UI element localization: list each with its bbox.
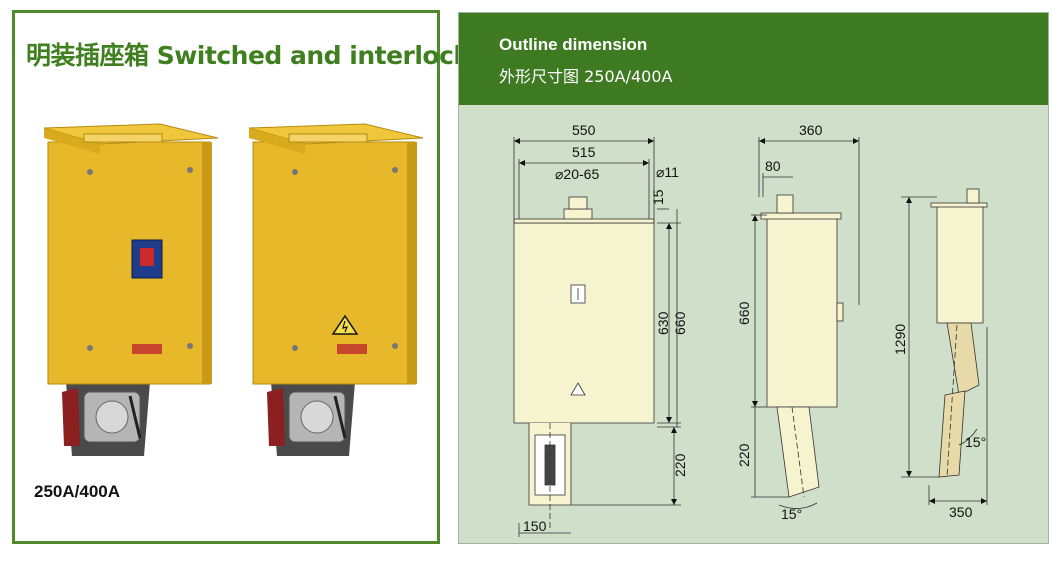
dim-220-front: 220 <box>672 453 688 477</box>
dimension-title: Outline dimension <box>499 35 648 54</box>
dim-550: 550 <box>572 122 596 138</box>
dim-630: 630 <box>655 311 671 335</box>
dim-phi-20-65: ⌀20-65 <box>555 166 599 182</box>
rating-caption: 250A/400A <box>34 482 121 501</box>
dim-660-front: 660 <box>672 311 688 335</box>
dimension-subtitle: 外形尺寸图 250A/400A <box>499 67 673 86</box>
dim-15: 15 <box>650 189 666 205</box>
side-box-outline <box>766 214 838 408</box>
outline-dimension-panel: Outline dimension 外形尺寸图 250A/400A <box>458 12 1049 544</box>
dimension-drawing: 550 515 ⌀11 ⌀20-65 15 630 660 220 150 36… <box>513 122 988 537</box>
dimension-header: Outline dimension 外形尺寸图 250A/400A <box>459 13 1048 105</box>
dim-150: 150 <box>523 518 547 534</box>
dim-220-side: 220 <box>736 443 752 467</box>
dim-515: 515 <box>572 144 596 160</box>
dim-15-degree-mounted: 15° <box>965 434 986 450</box>
dim-phi-11: ⌀11 <box>656 164 679 180</box>
dim-350: 350 <box>949 504 973 520</box>
socket-box-photo-switched <box>43 123 219 456</box>
dim-1290: 1290 <box>892 324 908 355</box>
product-title: 明装插座箱 Switched and interlocked <box>26 41 503 70</box>
dim-360: 360 <box>799 122 823 138</box>
front-warning-icon <box>570 382 586 396</box>
dim-660-side: 660 <box>736 301 752 325</box>
dim-15-degree-side: 15° <box>781 506 802 522</box>
front-box-outline <box>513 222 655 424</box>
dim-80: 80 <box>765 158 781 174</box>
socket-box-photo-interlocked <box>248 123 424 456</box>
mounted-box-outline <box>936 204 984 324</box>
